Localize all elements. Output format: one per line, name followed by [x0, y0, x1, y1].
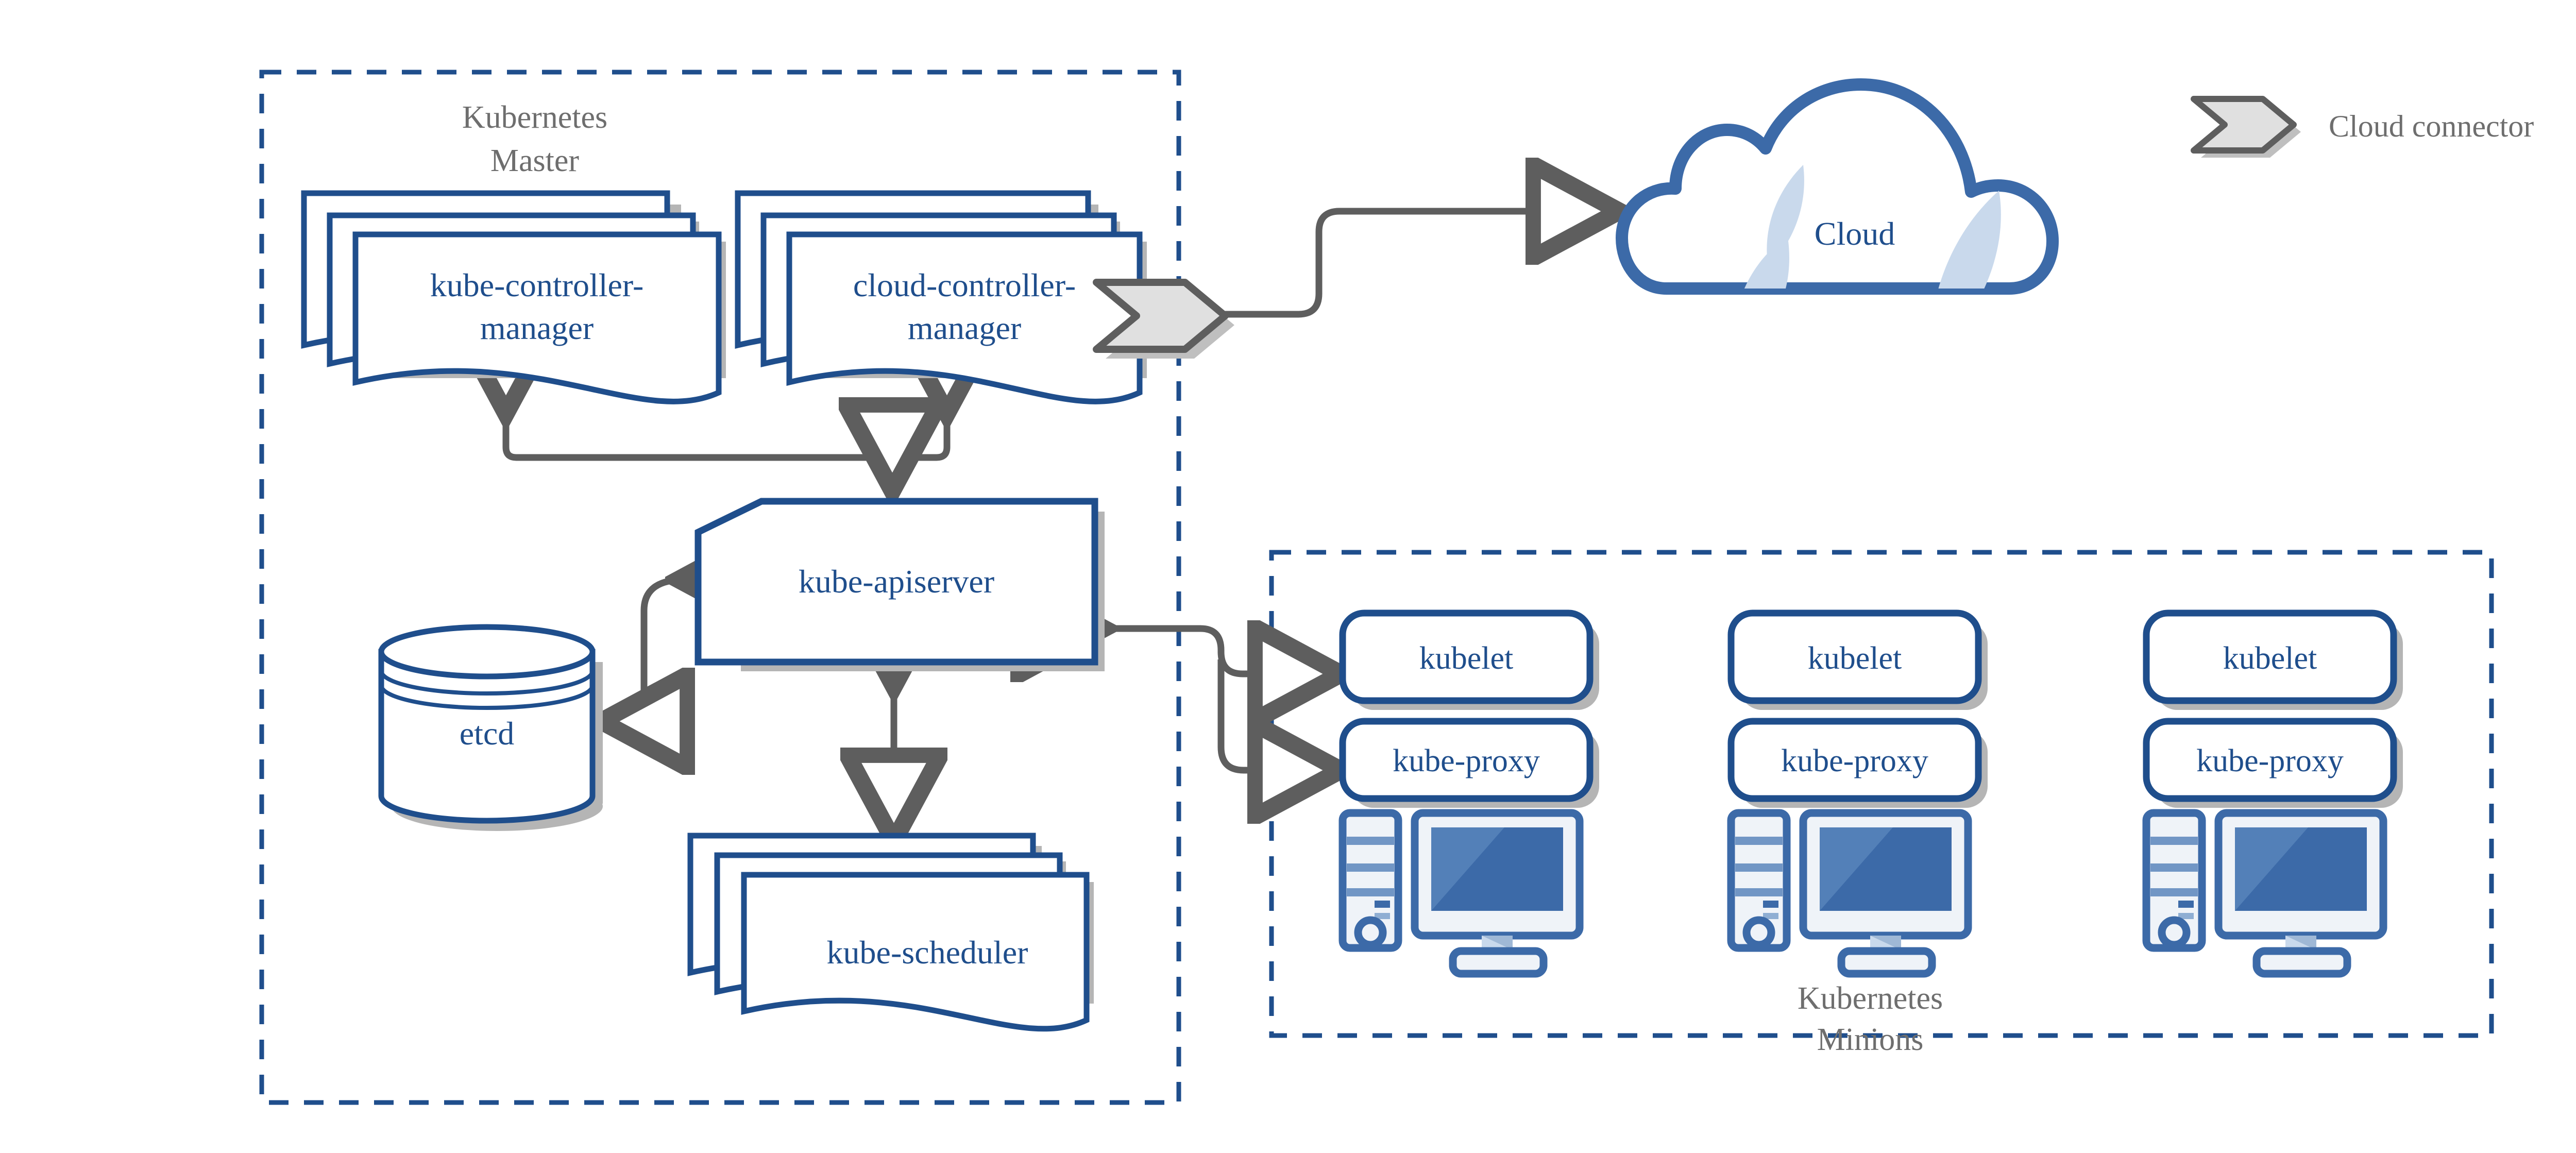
master-label-line1: Kubernetes — [462, 100, 607, 135]
minions-label-line2: Minions — [1817, 1022, 1924, 1057]
kube-proxy-box-2[interactable]: kube-proxy — [1727, 718, 1988, 808]
kube-proxy-label-2: kube-proxy — [1781, 743, 1928, 778]
connector-cloudconnector-to-cloud — [1194, 211, 1613, 318]
kubelet-label-3: kubelet — [2223, 641, 2317, 676]
cloud-connector-chevron-icon[interactable] — [1093, 279, 1234, 359]
kube-apiserver-shape — [694, 498, 1098, 666]
legend: Cloud connector — [2191, 96, 2534, 158]
kube-scheduler-label: kube-scheduler — [827, 934, 1028, 971]
cloud-outline — [1616, 78, 2059, 295]
connector-ccm-to-apiserver — [892, 407, 947, 484]
kube-controller-manager-label-line1: kube-controller- — [430, 267, 644, 303]
kubelet-box-3[interactable]: kubelet — [2143, 609, 2403, 710]
minion-node-2[interactable]: kubelet kube-proxy — [1727, 609, 1988, 978]
etcd-cylinder-body — [378, 649, 596, 824]
connector-apiserver-to-etcd — [608, 580, 685, 721]
connector-layer — [506, 211, 1613, 835]
kube-proxy-label-3: kube-proxy — [2196, 743, 2344, 778]
minions-label-line1: Kubernetes — [1798, 981, 1943, 1016]
legend-cloud-connector-label: Cloud connector — [2329, 109, 2534, 143]
kube-controller-manager-node[interactable]: kube-controller- manager — [301, 190, 726, 404]
cloud-controller-manager-node[interactable]: cloud-controller- manager — [735, 190, 1147, 404]
etcd-label: etcd — [460, 715, 515, 752]
cloud-label: Cloud — [1815, 215, 1895, 252]
kubelet-box-1[interactable]: kubelet — [1339, 609, 1599, 710]
etcd-cylinder-top — [378, 624, 596, 680]
kubelet-label-2: kubelet — [1808, 641, 1902, 676]
document-sheet-front — [741, 872, 1094, 1032]
kube-apiserver-node[interactable]: kube-apiserver — [694, 498, 1105, 671]
kube-apiserver-label: kube-apiserver — [799, 563, 994, 600]
computer-icon-3 — [2142, 809, 2387, 978]
kube-proxy-label-1: kube-proxy — [1393, 743, 1540, 778]
legend-cloud-connector-chevron-icon — [2191, 96, 2301, 158]
connector-apiserver-to-kubeproxy — [1217, 659, 1334, 770]
document-sheet-front — [352, 231, 726, 404]
kubelet-box-2[interactable]: kubelet — [1727, 609, 1988, 710]
cloud-node[interactable]: Cloud — [1616, 78, 2059, 361]
kube-proxy-box-1[interactable]: kube-proxy — [1339, 718, 1599, 808]
minion-node-1[interactable]: kubelet kube-proxy — [1338, 609, 1599, 978]
master-label-line2: Master — [490, 143, 580, 178]
kubernetes-minions-group-label: Kubernetes Minions — [1798, 981, 1943, 1057]
computer-icon-1 — [1338, 809, 1584, 978]
kube-controller-manager-label-line2: manager — [480, 310, 594, 346]
kube-scheduler-node[interactable]: kube-scheduler — [687, 833, 1094, 1032]
kube-proxy-box-3[interactable]: kube-proxy — [2143, 718, 2403, 808]
connector-kcm-to-apiserver — [506, 407, 882, 461]
cloud-controller-manager-label-line2: manager — [908, 310, 1021, 346]
computer-icon-2 — [1727, 809, 1972, 978]
kubernetes-master-group-label: Kubernetes Master — [462, 100, 607, 178]
kubelet-label-1: kubelet — [1419, 641, 1514, 676]
cloud-leaf-decorations — [1731, 165, 2053, 289]
etcd-node[interactable]: etcd — [378, 624, 603, 831]
minion-node-3[interactable]: kubelet kube-proxy — [2142, 609, 2403, 978]
etcd-band-1 — [379, 670, 595, 696]
document-sheet-front — [786, 231, 1147, 404]
etcd-band-2 — [379, 685, 595, 710]
connector-apiserver-to-kubelet — [1097, 629, 1334, 674]
cloud-controller-manager-label-line1: cloud-controller- — [853, 267, 1076, 303]
kubernetes-master-group-border — [259, 70, 1181, 1105]
